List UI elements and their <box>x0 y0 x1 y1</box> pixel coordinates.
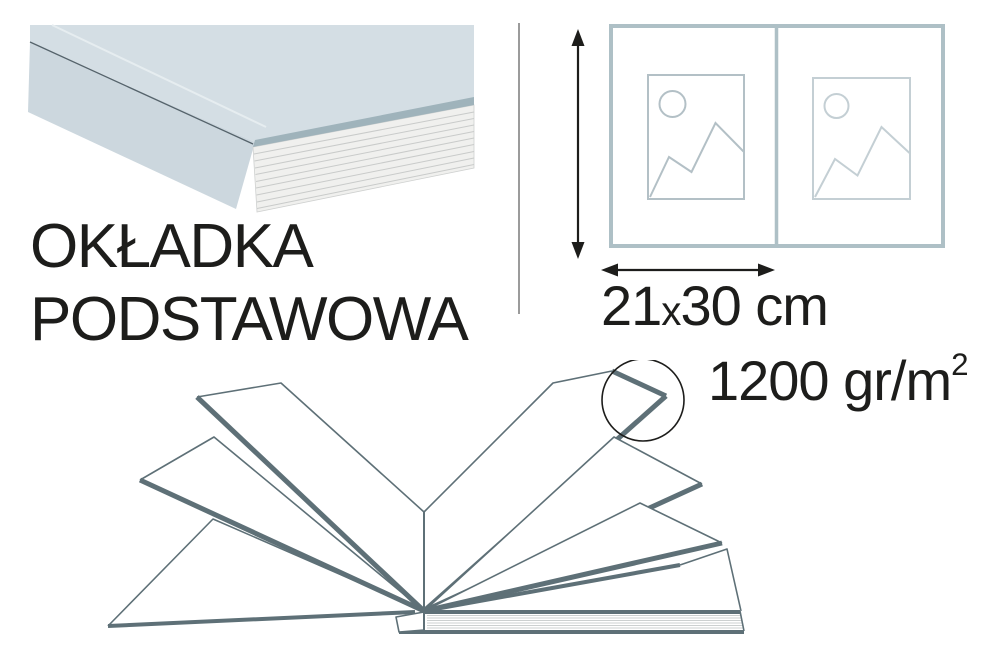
paper-weight-label: 1200 gr/m2 <box>708 349 998 412</box>
height-dimension-arrow <box>571 29 585 259</box>
cover-hinge-line <box>29 41 254 145</box>
spine-flap <box>395 611 425 633</box>
right-page-flat <box>423 548 742 613</box>
album-cover-corner-illustration <box>28 24 475 213</box>
cover-side-face <box>28 42 255 209</box>
image-placeholder-icon-right <box>812 77 911 200</box>
width-dimension-arrow <box>601 263 775 277</box>
callout-circle <box>601 360 685 442</box>
section-divider <box>518 23 520 314</box>
page-stack-edge <box>252 104 475 213</box>
spread-pages <box>609 24 945 248</box>
cover-fore-edge-band <box>253 97 474 147</box>
cover-highlight-line <box>51 24 267 128</box>
paper-weight-value: 1200 gr/m <box>708 349 952 412</box>
dimension-separator: x <box>661 288 681 334</box>
product-title-line2: PODSTAWOWA <box>30 285 469 354</box>
dimension-label: 21x30 cm <box>601 277 941 340</box>
product-title: OKŁADKA PODSTAWOWA <box>30 210 500 356</box>
dimension-width: 21 <box>601 274 662 337</box>
dimension-height: 30 cm <box>680 274 828 337</box>
cover-top-face <box>30 25 474 142</box>
paper-weight-superscript: 2 <box>951 347 968 382</box>
left-page-middle <box>138 436 426 614</box>
left-page-upright <box>195 382 426 613</box>
open-book-fanned-pages-illustration <box>107 360 745 634</box>
right-page-3 <box>423 502 723 614</box>
page-spread-diagram <box>571 24 945 277</box>
product-title-line1: OKŁADKA <box>30 212 314 281</box>
image-placeholder-icon-left <box>647 74 745 200</box>
book-bottom-block <box>399 610 745 634</box>
